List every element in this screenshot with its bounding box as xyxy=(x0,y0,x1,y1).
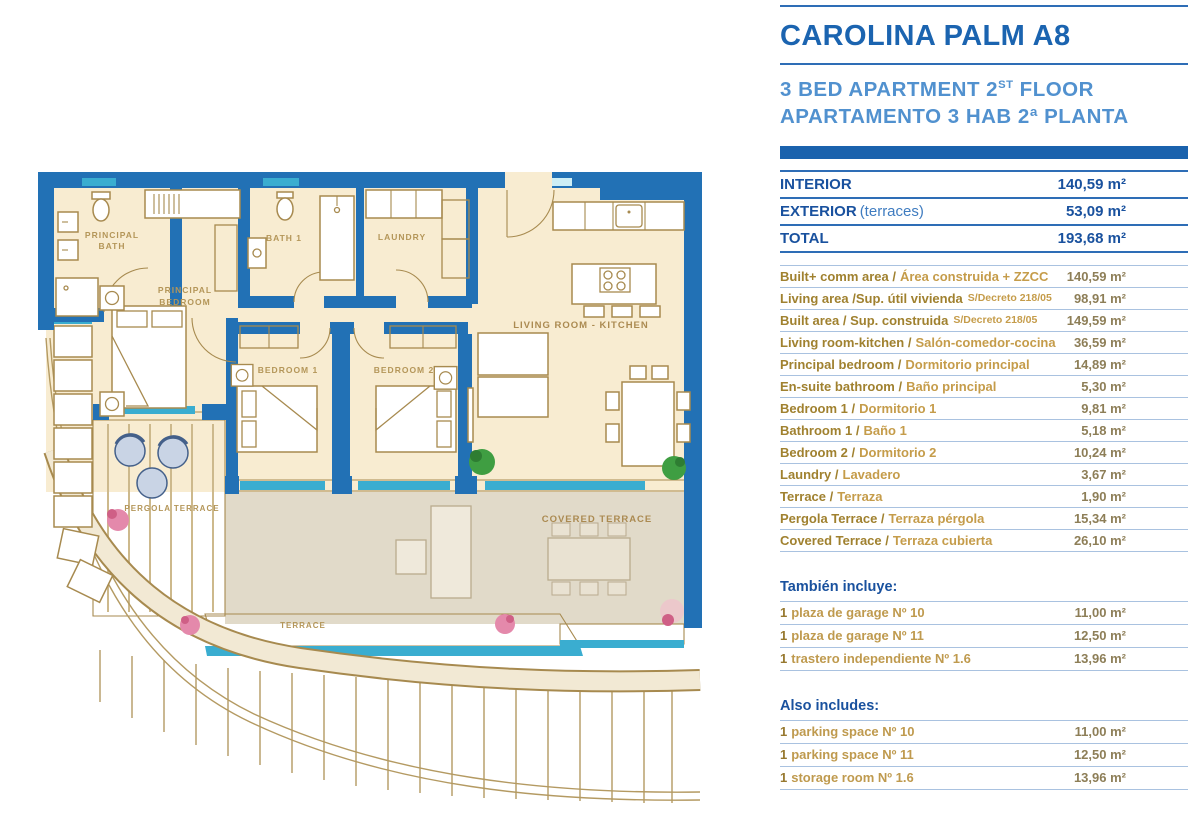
kitchen xyxy=(552,201,685,318)
balcony-beam xyxy=(43,446,701,693)
covered-terrace-furniture xyxy=(395,505,631,599)
windows xyxy=(82,178,572,186)
laundry xyxy=(365,189,470,279)
plants xyxy=(107,449,686,635)
room-labels: PRINCIPAL BATH PRINCIPAL BEDROOM BATH 1 … xyxy=(85,230,653,630)
area-summary-table: INTERIOR 140,59 m² EXTERIOR(terraces) 53… xyxy=(780,169,1188,253)
principal-bath xyxy=(55,191,111,317)
bedroom1-furniture xyxy=(230,325,318,453)
subtitle-en: 3 BED APARTMENT 2ST FLOOR xyxy=(780,78,1094,101)
subtitle-es: APARTAMENTO 3 HAB 2ª PLANTA xyxy=(780,105,1129,129)
summary-row: TOTAL 193,68 m² xyxy=(780,223,1188,253)
title-rule xyxy=(780,63,1188,65)
svg-text:BEDROOM: BEDROOM xyxy=(159,297,210,307)
label-bath1: BATH 1 xyxy=(266,233,302,243)
detail-row: Living room-kitchen /Salón-comedor-cocin… xyxy=(780,332,1188,354)
bath-1 xyxy=(247,191,355,281)
page-title: CAROLINA PALM A8 xyxy=(780,20,1071,52)
section-heading: Also includes: xyxy=(780,698,1188,721)
principal-bed xyxy=(99,285,187,417)
label-covered-terrace: COVERED TERRACE xyxy=(542,514,653,525)
doors xyxy=(103,172,555,363)
label-bedroom2: BEDROOM 2 xyxy=(374,365,434,375)
floor-plan: PRINCIPAL BATH PRINCIPAL BEDROOM BATH 1 … xyxy=(38,172,702,803)
summary-row: EXTERIOR(terraces) 53,09 m² xyxy=(780,196,1188,224)
accent-bar xyxy=(780,145,1188,159)
top-rule xyxy=(780,5,1188,7)
label-laundry: LAUNDRY xyxy=(378,232,426,242)
info-panel: CAROLINA PALM A8 3 BED APARTMENT 2ST FLO… xyxy=(780,0,1188,790)
wardrobe-corridor xyxy=(144,189,241,292)
area-details-table: Built+ comm area /Área construida + ZZCC… xyxy=(780,264,1188,552)
label-principal-bath: PRINCIPAL xyxy=(85,230,139,240)
svg-text:BATH: BATH xyxy=(99,241,126,251)
label-pergola-terrace: PERGOLA TERRACE xyxy=(124,504,219,513)
label-bedroom1: BEDROOM 1 xyxy=(258,365,318,375)
pergola-furniture xyxy=(114,433,189,499)
section-heading: También incluye: xyxy=(780,579,1188,602)
label-terrace: TERRACE xyxy=(280,621,326,630)
living-room xyxy=(467,332,691,467)
summary-row: INTERIOR 140,59 m² xyxy=(780,169,1188,197)
label-principal-bedroom: PRINCIPAL xyxy=(158,285,212,295)
detail-row: Built+ comm area /Área construida + ZZCC… xyxy=(780,264,1188,288)
label-living: LIVING ROOM - KITCHEN xyxy=(513,320,649,331)
bedroom2-furniture xyxy=(375,325,458,453)
